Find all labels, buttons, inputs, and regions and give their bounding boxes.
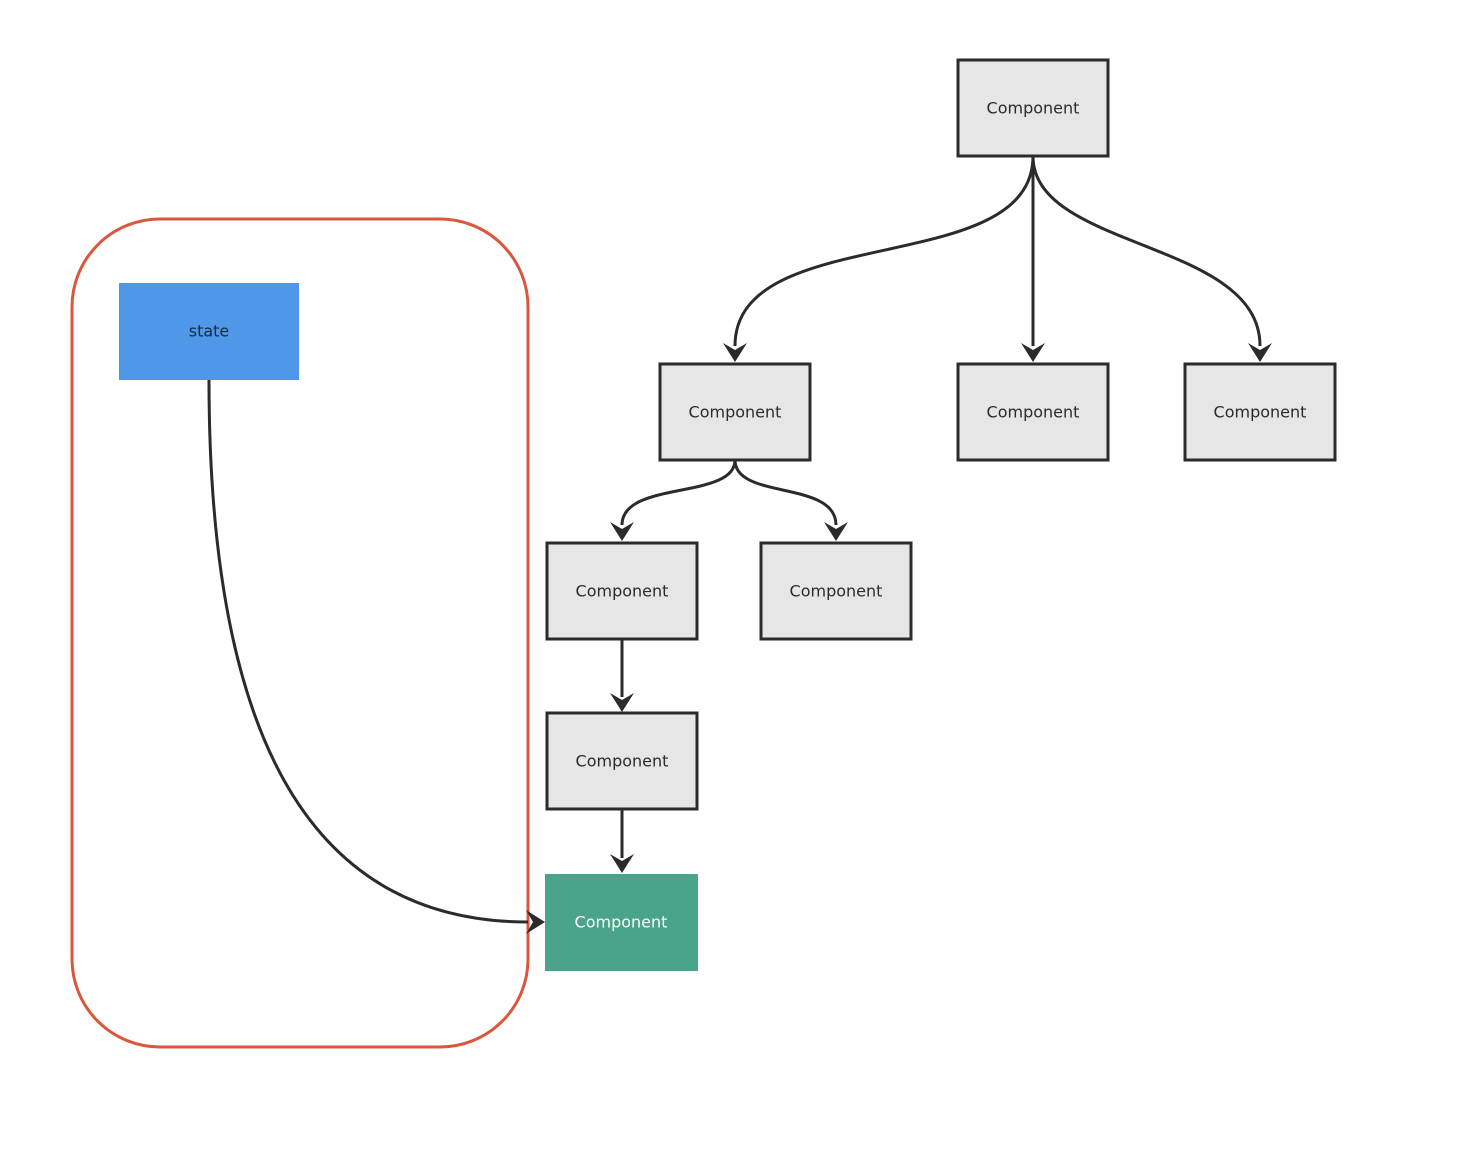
node-mid-right-label: Component — [1214, 403, 1307, 422]
node-target[interactable]: Component — [545, 874, 698, 971]
edges — [207, 155, 1262, 924]
edge-mid-left-to-low-right — [733, 459, 838, 526]
node-root-label: Component — [987, 99, 1080, 118]
arrowhead-target-left — [526, 910, 545, 934]
node-mid-center[interactable]: Component — [956, 362, 1110, 462]
node-state[interactable]: state — [119, 283, 299, 380]
arrowheads — [526, 343, 1272, 934]
arrowhead-target-top — [610, 854, 634, 873]
node-state-label: state — [189, 322, 230, 341]
arrowhead-low-left — [610, 522, 634, 541]
node-low-left[interactable]: Component — [545, 541, 699, 641]
arrowhead-mid-left — [723, 343, 747, 362]
node-root[interactable]: Component — [956, 58, 1110, 158]
edge-root-to-mid-left — [733, 155, 1035, 347]
edge-mid-left-to-low-left — [620, 459, 737, 526]
node-deep-label: Component — [576, 752, 669, 771]
node-low-right-label: Component — [790, 582, 883, 601]
node-mid-right[interactable]: Component — [1183, 362, 1337, 462]
node-mid-center-label: Component — [987, 403, 1080, 422]
state-scope-group — [70, 217, 530, 1049]
node-mid-left[interactable]: Component — [658, 362, 812, 462]
node-low-right[interactable]: Component — [759, 541, 913, 641]
arrowhead-mid-center — [1021, 343, 1045, 362]
edge-root-to-mid-right — [1031, 155, 1262, 347]
edge-state-to-target — [207, 379, 529, 924]
node-low-left-label: Component — [576, 582, 669, 601]
arrowhead-low-right — [824, 522, 848, 541]
node-target-label: Component — [575, 913, 668, 932]
node-deep[interactable]: Component — [545, 711, 699, 811]
node-mid-left-label: Component — [689, 403, 782, 422]
arrowhead-deep — [610, 693, 634, 712]
arrowhead-mid-right — [1248, 343, 1272, 362]
